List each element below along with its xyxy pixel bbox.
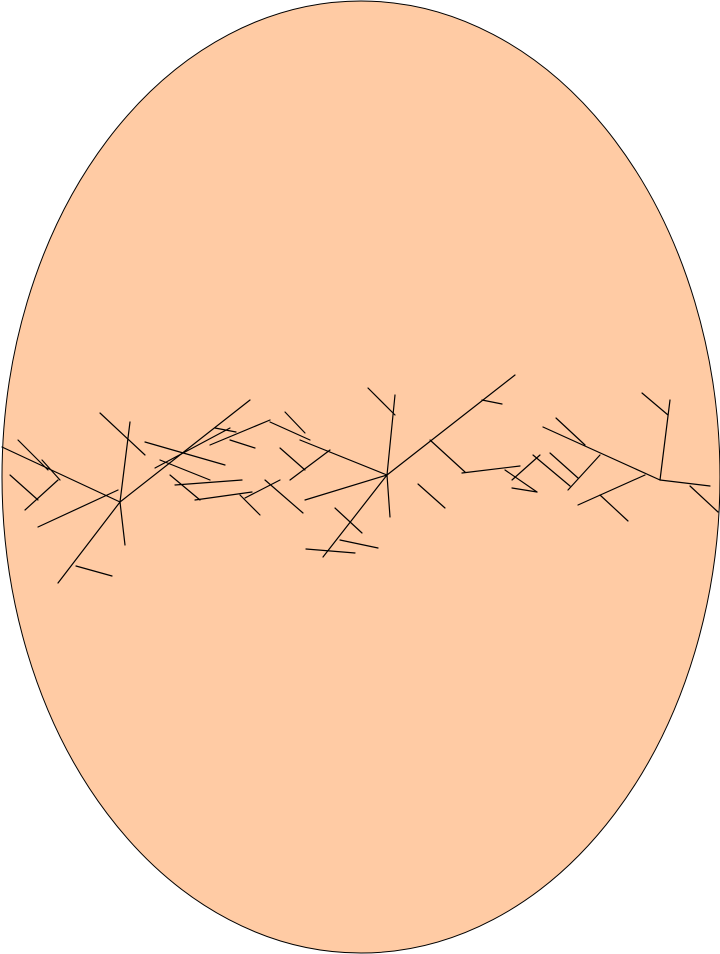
crack-line xyxy=(209,419,271,446)
crack-line xyxy=(119,421,131,503)
crack-line xyxy=(641,392,669,416)
crack-line xyxy=(689,485,719,513)
crack-line xyxy=(214,427,237,433)
crack-line xyxy=(284,411,306,434)
crack-line xyxy=(305,548,356,554)
crack-line xyxy=(386,474,391,518)
crack-line xyxy=(244,479,281,499)
crack-line xyxy=(542,426,661,481)
crack-line xyxy=(119,501,126,546)
crack-line xyxy=(24,479,59,511)
crack-line xyxy=(481,399,503,405)
crack-line xyxy=(17,439,49,471)
crack-line xyxy=(57,501,121,584)
crack-line xyxy=(119,399,251,503)
crack-line xyxy=(169,474,201,501)
crack-line xyxy=(9,474,39,501)
crack-line xyxy=(504,469,538,493)
crack-line xyxy=(429,439,466,473)
crack-line xyxy=(334,507,363,534)
crack-line xyxy=(417,483,446,509)
crack-line xyxy=(1,446,121,503)
crack-line xyxy=(229,439,256,449)
crack-line xyxy=(174,479,243,486)
crack-line xyxy=(549,452,579,479)
crack-line xyxy=(555,417,586,446)
crack-line xyxy=(269,421,311,441)
crack-line xyxy=(194,491,253,501)
crack-line xyxy=(99,412,146,456)
crack-line xyxy=(599,494,629,522)
crack-line xyxy=(659,399,671,481)
crack-line xyxy=(386,394,396,476)
crack-line xyxy=(279,447,306,471)
crack-line xyxy=(511,487,538,493)
crack-line xyxy=(322,474,388,558)
crack-line xyxy=(144,441,226,466)
egg-crack xyxy=(1,374,719,584)
crack-line xyxy=(577,474,646,506)
crack-line xyxy=(304,474,388,501)
crack-line xyxy=(37,489,119,528)
crack-line xyxy=(386,374,516,476)
crack-line xyxy=(367,387,396,416)
crack-line xyxy=(659,479,711,487)
crack-line xyxy=(75,565,113,577)
crack-line xyxy=(511,454,541,481)
crack-line xyxy=(461,465,521,474)
crack-line xyxy=(339,539,379,549)
crack-line xyxy=(567,454,601,491)
crack-line xyxy=(159,459,211,481)
crack-line xyxy=(41,459,61,481)
crack-line xyxy=(532,454,571,487)
crack-line xyxy=(239,494,261,516)
crack-line xyxy=(299,439,388,476)
crack-line xyxy=(289,449,331,481)
crack-line xyxy=(264,479,304,514)
crack-line xyxy=(154,427,231,469)
